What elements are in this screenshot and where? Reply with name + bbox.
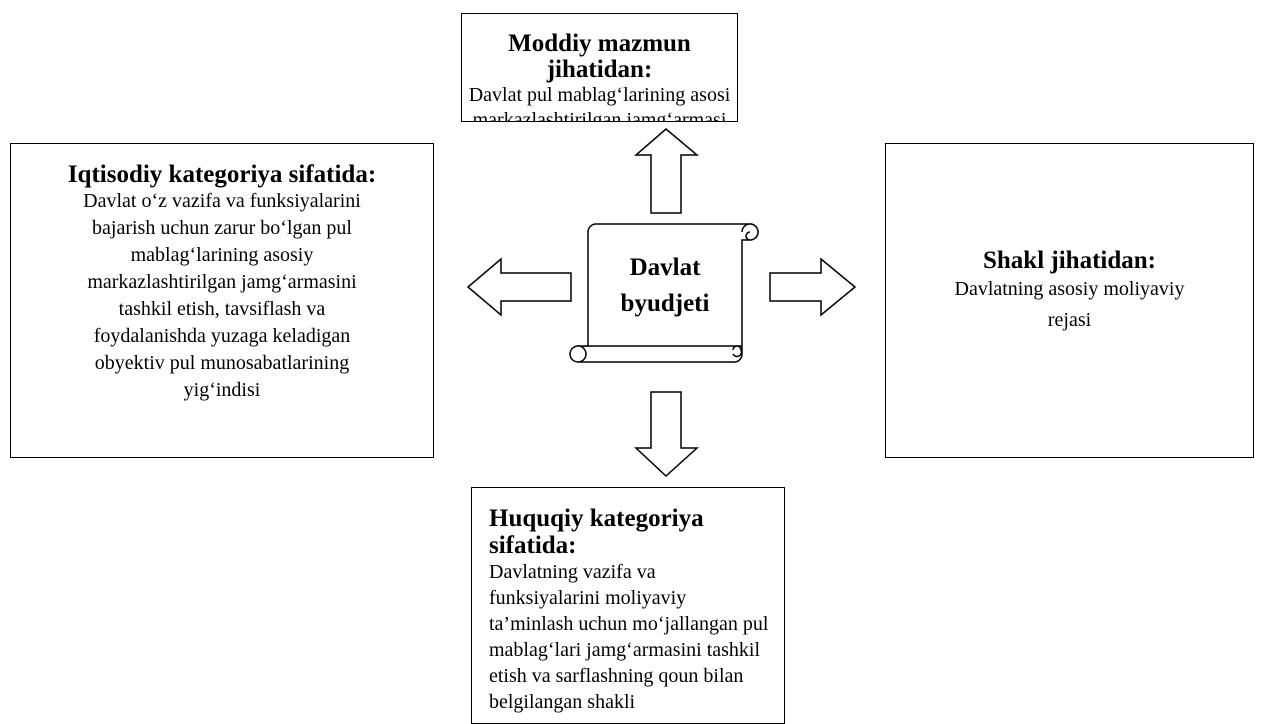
- bottom-box-line: belgilangan shakli: [489, 691, 636, 713]
- bottom-box-body: Davlatning vazifa va funksiyalarini moli…: [489, 559, 784, 715]
- right-box-line: rejasi: [1047, 309, 1092, 331]
- top-box: Moddiy mazmun jihatidan: Davlat pul mabl…: [461, 13, 738, 122]
- bottom-box-title: Huquqiy kategoriya sifatida:: [489, 505, 704, 559]
- left-box-line: yig‘indisi: [183, 379, 261, 401]
- left-box-line: tashkil etish, tavsiflash va: [118, 298, 326, 320]
- right-box-body: Davlatning asosiy moliyaviy rejasi: [886, 274, 1253, 336]
- arrow-right: [769, 257, 857, 317]
- left-box-body: Davlat o‘z vazifa va funksiyalarini baja…: [11, 188, 433, 404]
- bottom-box-line: etish va sarflashning qoun bilan: [489, 665, 744, 687]
- left-box-line: markazlashtirilgan jamg‘armasini: [87, 271, 357, 293]
- center-label: Davlat byudjeti: [605, 250, 725, 322]
- left-box-title: Iqtisodiy kategoriya sifatida:: [67, 161, 377, 188]
- left-box: Iqtisodiy kategoriya sifatida: Davlat o‘…: [10, 143, 434, 458]
- left-box-line: obyektiv pul munosabatlarining: [94, 352, 350, 374]
- left-box-line: bajarish uchun zarur bo‘lgan pul: [92, 217, 352, 239]
- center-label-line2: byudjeti: [620, 290, 710, 317]
- left-box-line: Davlat o‘z vazifa va funksiyalarini: [83, 190, 361, 212]
- bottom-box-line: Davlatning vazifa va: [489, 561, 656, 583]
- arrow-up: [633, 128, 700, 214]
- left-box-line: mablag‘larining asosiy: [130, 244, 314, 266]
- left-box-line: foydalanishda yuzaga keladigan: [93, 325, 351, 347]
- arrow-down: [634, 391, 699, 478]
- top-box-title: Moddiy mazmun jihatidan:: [508, 30, 691, 83]
- right-box: Shakl jihatidan: Davlatning asosiy moliy…: [885, 143, 1254, 458]
- arrow-left: [466, 257, 572, 317]
- bottom-box-line: mablag‘lari jamg‘armasini tashkil: [489, 639, 761, 661]
- bottom-box-line: ta’minlash uchun mo‘jallangan pul: [489, 613, 769, 635]
- bottom-box: Huquqiy kategoriya sifatida: Davlatning …: [471, 487, 785, 724]
- center-label-line1: Davlat: [629, 254, 701, 281]
- right-box-title: Shakl jihatidan:: [983, 247, 1156, 274]
- scroll-icon: [569, 223, 759, 363]
- top-box-line: markazlashtirilgan jamg‘armasi: [472, 109, 727, 122]
- top-box-body: Davlat pul mablag‘larining asosi markazl…: [462, 83, 737, 122]
- top-box-line: Davlat pul mablag‘larining asosi: [468, 84, 731, 106]
- right-box-line: Davlatning asosiy moliyaviy: [954, 278, 1185, 300]
- bottom-box-line: funksiyalarini moliyaviy: [489, 587, 687, 609]
